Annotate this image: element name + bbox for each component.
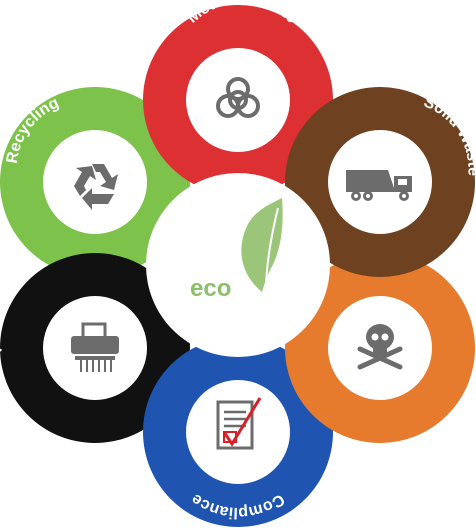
disc-recycling xyxy=(43,130,147,234)
dump-truck-icon xyxy=(346,170,412,201)
skull-crossbones-icon xyxy=(357,324,403,370)
biohazard-icon xyxy=(216,77,260,118)
recycle-icon xyxy=(74,164,118,210)
eco-label: eco xyxy=(190,275,231,302)
checklist-icon xyxy=(216,397,262,450)
leaf-icon xyxy=(241,198,283,292)
center-area xyxy=(146,173,330,357)
shredder-icon xyxy=(71,322,119,372)
eco-logo: eco xyxy=(190,198,283,302)
